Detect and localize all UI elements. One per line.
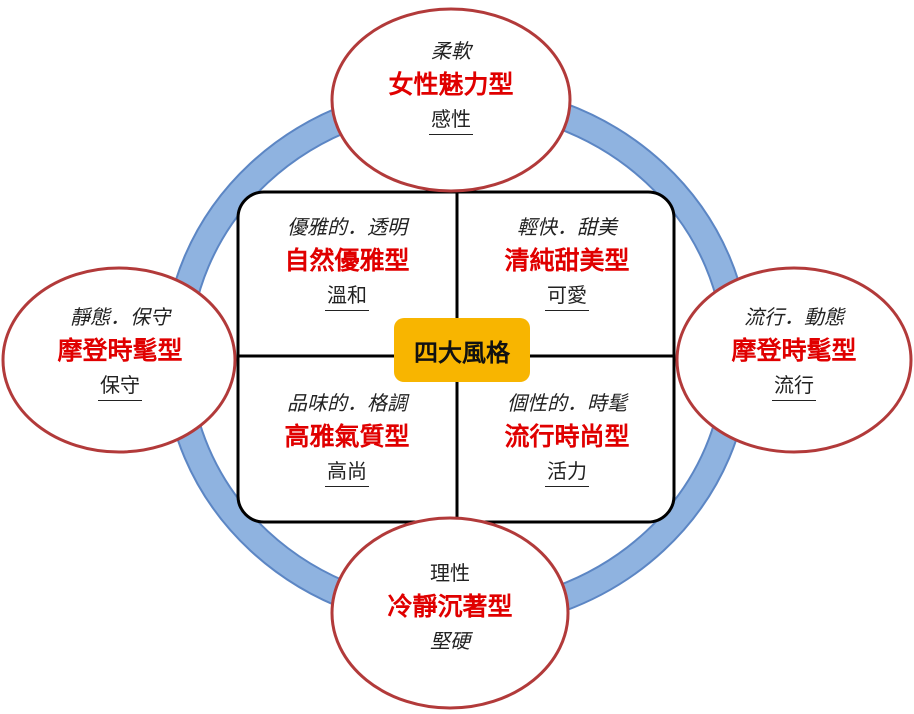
ellipse-right xyxy=(675,266,913,454)
quadrant-bottom-right: 個性的．時髦 流行時尚型 活力 xyxy=(464,388,670,487)
quadrant-bottom-right-keyword: 活力 xyxy=(545,456,589,487)
quadrant-bottom-left-keyword: 高尚 xyxy=(325,456,369,487)
outer-right-keyword: 流行 xyxy=(772,370,816,401)
center-badge-label: 四大風格 xyxy=(414,338,510,367)
quadrant-top-left-title: 自然優雅型 xyxy=(284,246,410,275)
outer-right-title: 摩登時髦型 xyxy=(731,336,857,365)
ellipse-left xyxy=(1,266,237,454)
quadrant-top-right-descriptor: 輕快．甜美 xyxy=(517,215,617,239)
outer-bottom-title: 冷靜沉著型 xyxy=(387,592,513,621)
quadrant-bottom-left-title: 高雅氣質型 xyxy=(284,422,410,451)
quadrant-top-right-title: 清純甜美型 xyxy=(504,246,630,275)
quadrant-top-left: 優雅的．透明 自然優雅型 溫和 xyxy=(244,212,450,311)
outer-left-text: 靜態．保守 摩登時髦型 保守 xyxy=(10,302,230,401)
quadrant-top-left-descriptor: 優雅的．透明 xyxy=(287,215,407,239)
quadrant-bottom-right-descriptor: 個性的．時髦 xyxy=(507,391,627,415)
outer-right-text: 流行．動態 摩登時髦型 流行 xyxy=(684,302,904,401)
outer-top-title: 女性魅力型 xyxy=(388,70,514,99)
quadrant-top-left-keyword: 溫和 xyxy=(325,280,369,311)
outer-left-descriptor: 靜態．保守 xyxy=(70,305,170,329)
quadrant-top-right: 輕快．甜美 清純甜美型 可愛 xyxy=(464,212,670,311)
outer-left-keyword: 保守 xyxy=(98,370,142,401)
outer-left-title: 摩登時髦型 xyxy=(57,336,183,365)
quadrant-bottom-left-descriptor: 品味的．格調 xyxy=(287,391,407,415)
quadrant-bottom-right-title: 流行時尚型 xyxy=(504,422,630,451)
quadrant-top-right-keyword: 可愛 xyxy=(545,280,589,311)
ellipse-top xyxy=(330,7,572,193)
outer-top-text: 柔軟 女性魅力型 感性 xyxy=(341,36,561,135)
quadrant-bottom-left: 品味的．格調 高雅氣質型 高尚 xyxy=(244,388,450,487)
outer-right-descriptor: 流行．動態 xyxy=(744,305,844,329)
outer-bottom-keyword: 堅硬 xyxy=(430,629,470,653)
outer-top-descriptor: 柔軟 xyxy=(431,39,471,63)
outer-top-keyword: 感性 xyxy=(429,104,473,135)
center-badge: 四大風格 xyxy=(394,318,530,382)
outer-bottom-descriptor: 理性 xyxy=(430,561,470,585)
outer-bottom-text: 理性 冷靜沉著型 堅硬 xyxy=(340,558,560,656)
ellipse-bottom xyxy=(330,516,570,710)
